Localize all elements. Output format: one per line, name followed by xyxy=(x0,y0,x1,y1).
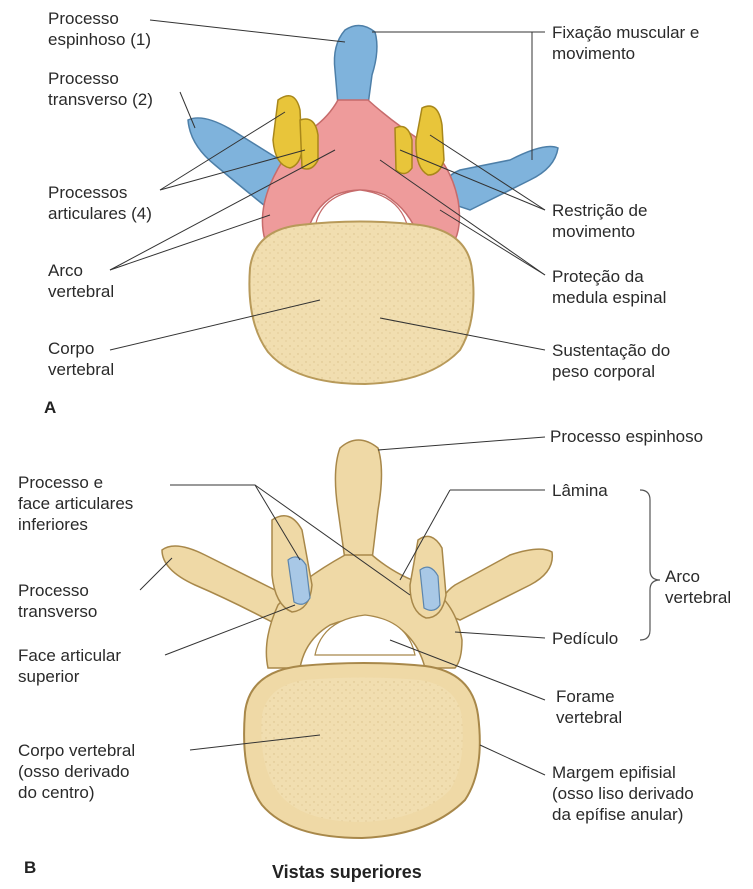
superior-facet-b-right xyxy=(420,567,440,610)
vertebral-body-a xyxy=(249,222,473,385)
panel-b-letter: B xyxy=(24,858,36,878)
spinous-process-b xyxy=(335,440,381,560)
articular-process-right-2 xyxy=(395,127,412,174)
transverse-process-b-right xyxy=(440,549,552,620)
label-spinous-process-b: Processo espinhoso xyxy=(550,426,703,447)
articular-process-left-2 xyxy=(300,119,318,169)
spinous-process xyxy=(334,25,376,105)
label-lamina: Lâmina xyxy=(552,480,608,501)
label-pedicle: Pedículo xyxy=(552,628,618,649)
panel-b-vertebra xyxy=(162,440,552,838)
panel-a-vertebra xyxy=(188,25,558,384)
articular-process-right xyxy=(416,106,444,175)
figure-caption: Vistas superiores xyxy=(272,862,422,883)
vertebral-body-b-center xyxy=(261,678,462,823)
panel-a-letter: A xyxy=(44,398,56,418)
